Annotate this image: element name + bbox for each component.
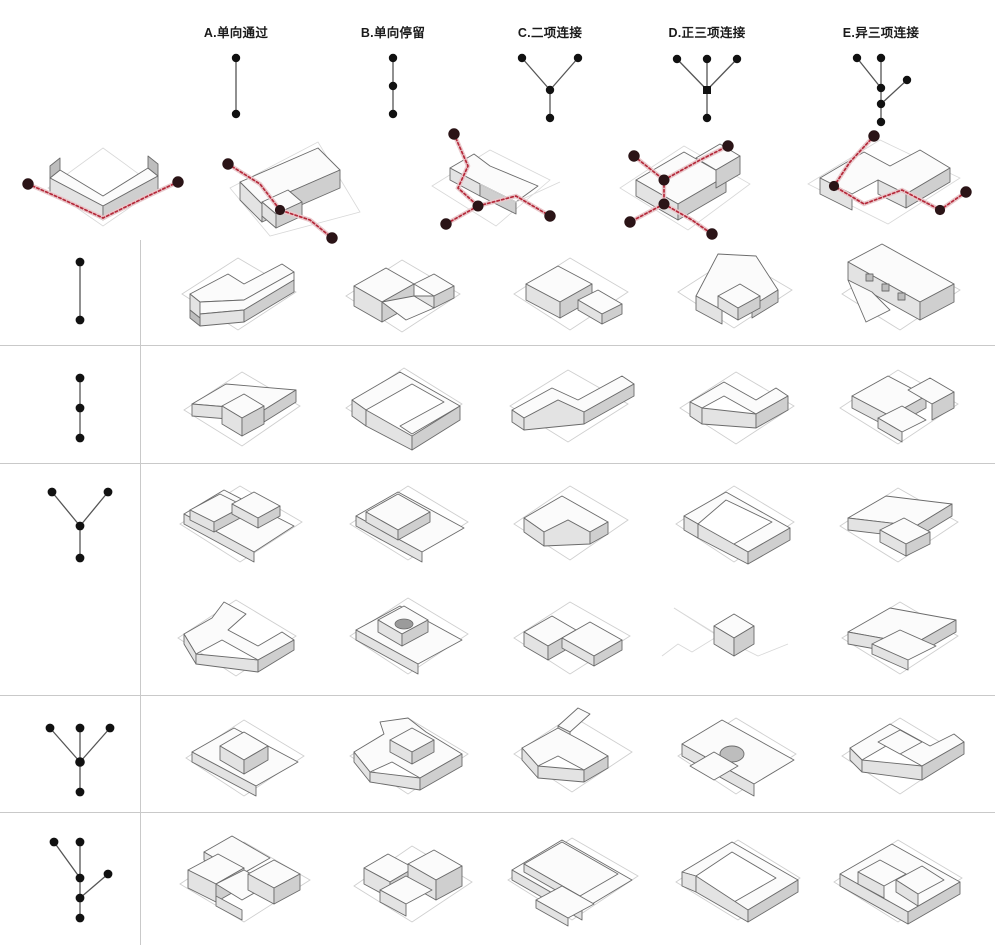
massing-cell-r1c2 bbox=[330, 246, 480, 342]
massing-cell-r6c2 bbox=[340, 828, 490, 938]
massing-cell-r3c3 bbox=[500, 474, 650, 574]
column-header-C: C.二项连接 bbox=[517, 26, 583, 40]
massing-cell-r3c2 bbox=[336, 474, 486, 574]
y-fork-two-icon bbox=[517, 53, 583, 123]
massing-cell-r2c2 bbox=[330, 356, 482, 460]
massing-cell-r6c5 bbox=[818, 822, 983, 940]
massing-cell-r1c4 bbox=[660, 240, 810, 340]
massing-cell-r1c5 bbox=[820, 240, 980, 342]
trident-staggered-icon bbox=[852, 53, 912, 127]
massing-cell-r6c3 bbox=[490, 822, 660, 940]
massing-cell-r1c3 bbox=[500, 246, 650, 342]
column-header-E: E.异三项连接 bbox=[842, 26, 920, 40]
massing-cell-r2c3 bbox=[492, 356, 652, 456]
row-label-icon-4 bbox=[20, 710, 140, 810]
column-header-D: D.正三项连接 bbox=[668, 26, 746, 40]
massing-cell-r2c5 bbox=[822, 356, 977, 458]
circulation-cell-A bbox=[8, 126, 198, 241]
massing-cell-r6c4 bbox=[660, 822, 820, 937]
circulation-cell-C bbox=[420, 124, 590, 242]
circulation-cell-E bbox=[790, 118, 990, 238]
circulation-cell-B bbox=[200, 126, 380, 244]
massing-cell-r3c1 bbox=[162, 474, 322, 578]
massing-cell-r4c4 bbox=[648, 588, 818, 688]
row-label-icon-1 bbox=[20, 248, 140, 338]
massing-cell-r5c1 bbox=[168, 708, 326, 810]
two-node-linear-icon bbox=[75, 257, 85, 325]
column-topology-icon-A bbox=[176, 46, 296, 126]
massing-cell-r3c5 bbox=[826, 474, 976, 576]
three-node-linear-icon bbox=[75, 373, 85, 443]
massing-cell-r4c1 bbox=[162, 588, 317, 692]
grid-rule-3 bbox=[0, 695, 995, 696]
two-node-linear-icon bbox=[231, 53, 241, 119]
column-header-B: B.单向停留 bbox=[360, 26, 426, 40]
y-fork-two-icon bbox=[47, 487, 113, 563]
row-label-icon-2 bbox=[20, 364, 140, 459]
circulation-cell-D bbox=[600, 124, 780, 244]
massing-cell-r4c2 bbox=[330, 584, 490, 690]
massing-cell-r5c2 bbox=[330, 704, 490, 810]
row-label-icon-5 bbox=[20, 826, 140, 936]
trident-staggered-icon bbox=[49, 837, 113, 923]
massing-cell-r2c1 bbox=[168, 360, 320, 460]
massing-cell-r2c4 bbox=[664, 358, 814, 458]
three-node-linear-icon bbox=[388, 53, 398, 119]
label-column-divider bbox=[140, 240, 141, 945]
massing-cell-r5c3 bbox=[498, 700, 653, 810]
column-topology-icon-C bbox=[490, 46, 610, 126]
trident-symmetric-icon bbox=[672, 54, 742, 123]
grid-rule-2 bbox=[0, 463, 995, 464]
column-topology-icon-D bbox=[647, 46, 767, 126]
trident-symmetric-icon bbox=[45, 723, 115, 797]
grid-rule-1 bbox=[0, 345, 995, 346]
massing-cell-r3c4 bbox=[660, 474, 815, 576]
column-topology-icon-B bbox=[333, 46, 453, 126]
massing-cell-r4c3 bbox=[500, 588, 650, 688]
massing-cell-r4c5 bbox=[826, 588, 978, 688]
column-topology-icon-E bbox=[821, 46, 941, 131]
massing-cell-r5c4 bbox=[660, 704, 820, 808]
massing-cell-r1c1 bbox=[168, 246, 318, 342]
column-header-A: A.单向通过 bbox=[203, 26, 269, 40]
grid-rule-4 bbox=[0, 812, 995, 813]
massing-cell-r6c1 bbox=[160, 822, 330, 940]
massing-cell-r5c5 bbox=[826, 704, 981, 808]
row-label-icon-3 bbox=[20, 478, 140, 578]
